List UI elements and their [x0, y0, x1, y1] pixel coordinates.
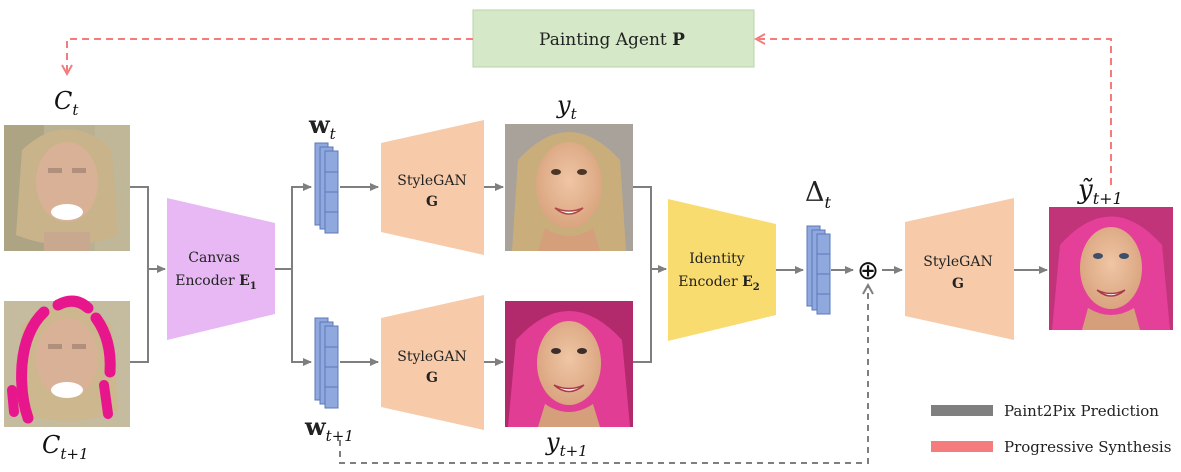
- delta-latent-stack: [806, 225, 831, 315]
- identity-encoder-line1: Identity: [689, 251, 745, 267]
- latent-wt1-stack: [314, 317, 339, 409]
- legend-label-prediction: Paint2Pix Prediction: [1004, 402, 1159, 420]
- stylegan-bottom: StyleGAN G: [381, 295, 484, 430]
- canvas-t-label: Ct: [54, 87, 79, 119]
- identity-encoder: Identity Encoder E2: [668, 199, 776, 341]
- identity-encoder-line2: Encoder E2: [678, 274, 760, 293]
- stylegan-top-shape: [381, 120, 484, 255]
- wt1-skip-connection-arrow: [339, 286, 868, 464]
- yt1-to-identity-line: [633, 269, 652, 363]
- canvas-encoder-shape: [167, 198, 275, 340]
- canvas-t1-to-encoder-line: [130, 269, 149, 363]
- legend-swatch-progressive: [931, 441, 993, 452]
- canvas-encoder: Canvas Encoder E1: [167, 198, 275, 340]
- delta-label: Δt: [805, 177, 832, 212]
- encoder-to-wt-arrow: [291, 183, 312, 269]
- legend-label-progressive: Progressive Synthesis: [1004, 438, 1171, 456]
- encoder-to-wt1-arrow: [291, 269, 312, 366]
- stylegan-final-line1: StyleGAN: [923, 254, 992, 270]
- painting-agent-label: Painting Agent P: [539, 30, 685, 50]
- painting-agent-box: [472, 9, 755, 68]
- output-yt-label: yt: [556, 91, 578, 123]
- canvas-t-to-encoder-line: [130, 186, 149, 269]
- canvas-encoder-line1: Canvas: [188, 250, 240, 266]
- agent-to-canvas-arrow: [67, 38, 473, 73]
- canvas-encoder-line2: Encoder E1: [175, 273, 257, 292]
- latent-wt-stack: [314, 142, 339, 234]
- canvas-t1-image: [4, 295, 130, 427]
- canvas-t1-label: Ct+1: [42, 431, 89, 463]
- final-output-label: ỹt+1: [1077, 175, 1123, 208]
- output-yt-image: [505, 124, 633, 251]
- stylegan-final-shape: [905, 198, 1014, 340]
- legend: Paint2Pix Prediction Progressive Synthes…: [931, 402, 1171, 456]
- plus-node-symbol: ⊕: [857, 256, 879, 286]
- stylegan-top: StyleGAN G: [381, 120, 484, 255]
- stylegan-bottom-line2: G: [426, 370, 438, 386]
- output-yt1-label: yt+1: [545, 428, 588, 460]
- yt-to-identity-line: [633, 186, 652, 269]
- canvas-t-image: [4, 125, 130, 251]
- stylegan-top-line2: G: [426, 194, 438, 210]
- final-to-agent-arrow: [757, 39, 1112, 185]
- stylegan-bottom-shape: [381, 295, 484, 430]
- latent-wt1-label: wt+1: [304, 412, 354, 445]
- stylegan-bottom-line1: StyleGAN: [397, 349, 466, 365]
- stylegan-top-line1: StyleGAN: [397, 173, 466, 189]
- latent-wt-label: wt: [308, 110, 337, 143]
- stylegan-final: StyleGAN G: [905, 198, 1014, 340]
- output-yt1-image: [505, 301, 633, 427]
- final-output-image: [1049, 207, 1173, 330]
- stylegan-final-line2: G: [952, 276, 964, 292]
- painting-agent: Painting Agent P: [472, 9, 755, 68]
- legend-swatch-prediction: [931, 405, 993, 416]
- identity-encoder-shape: [668, 199, 776, 341]
